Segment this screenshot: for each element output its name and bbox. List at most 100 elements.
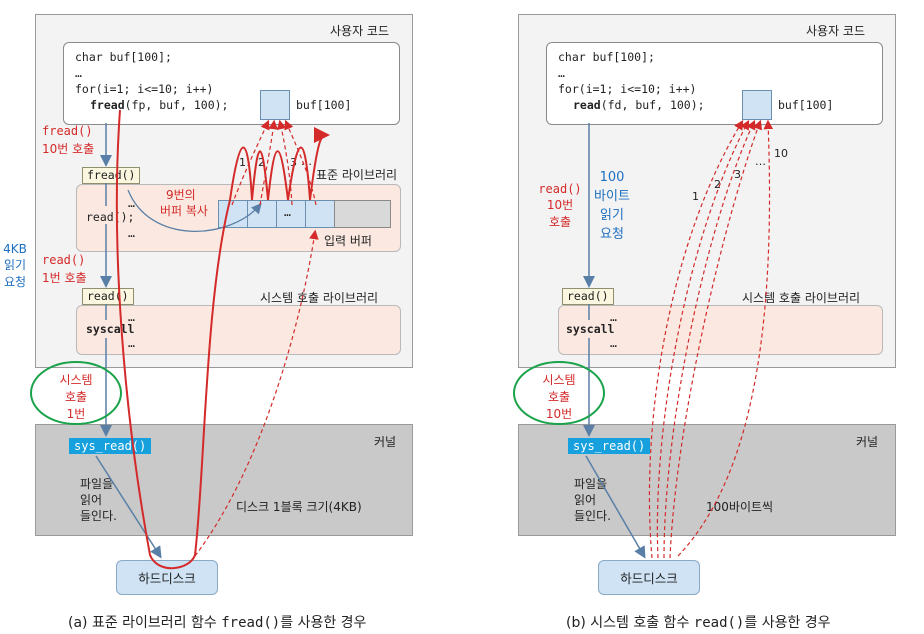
right-dashed-4 <box>669 119 763 559</box>
right-kernel-label: 커널 <box>856 435 879 449</box>
left-lib-code-2: … <box>128 196 135 210</box>
left-syscall-lib-label: 시스템 호출 라이브러리 <box>260 291 379 305</box>
right-caption-suffix: 를 사용한 경우 <box>744 615 831 631</box>
left-dashed-copy-1 <box>231 119 270 206</box>
right-sys-read: sys_read() <box>568 438 651 454</box>
left-code-call: fread(fp, buf, 100); <box>90 98 228 113</box>
left-file-read-2: 읽어 <box>80 493 103 507</box>
left-circle-line-2: 호출 <box>64 390 88 404</box>
right-read-tag: read() <box>562 288 614 305</box>
right-copy-num-1: 1 <box>692 190 699 203</box>
right-code-line-1: char buf[100]; <box>558 50 655 64</box>
side-4kb-request: 4KB 읽기 요청 <box>0 242 30 290</box>
right-arrow-sysread-to-disk <box>585 455 646 559</box>
left-buf-box <box>260 90 290 120</box>
left-read-calls-2: 1번 호출 <box>42 271 87 285</box>
right-buf-label: buf[100] <box>778 98 834 112</box>
left-caption-prefix: (a) 표준 라이브러리 함수 <box>68 615 222 631</box>
right-user-code-label: 사용자 코드 <box>806 24 866 38</box>
right-syscall-lib-box <box>558 305 883 355</box>
left-copy-num-1: 1 <box>239 156 246 169</box>
side-label-2: 읽기 <box>3 258 27 272</box>
left-call-fn: fread <box>90 98 125 112</box>
right-request-3: 읽기 <box>600 208 624 223</box>
left-file-read-1: 파일을 <box>80 477 114 491</box>
right-circle-line-3: 10번 <box>545 407 573 421</box>
right-copy-num-3: 3 <box>734 168 741 181</box>
input-buffer-empty <box>334 200 391 228</box>
left-syscall-circle <box>30 361 122 425</box>
right-request-1: 100 <box>599 170 625 185</box>
right-copy-num-2: 2 <box>714 178 721 191</box>
left-code-line-1: char buf[100]; <box>75 50 172 64</box>
right-request-4: 요청 <box>600 227 624 242</box>
right-code-line-2: … <box>558 66 565 80</box>
left-call-args: (fp, buf, 100); <box>124 98 229 112</box>
input-buffer-dots: … <box>284 205 291 219</box>
right-syscall-count: 시스템 호출 10번 <box>513 362 605 424</box>
right-call-fn: read <box>573 98 601 112</box>
right-read-calls-1: read() <box>538 182 582 196</box>
left-copy-num-2: 2 <box>258 156 265 169</box>
input-buffer-cell-1 <box>218 200 248 228</box>
right-hdd-label: 하드디스크 <box>620 571 678 586</box>
left-copy-num-3: 3 <box>290 156 297 169</box>
left-syscall-dots-1: … <box>128 310 135 324</box>
input-buffer-cell-3 <box>276 200 306 228</box>
right-code-call: read(fd, buf, 100); <box>573 98 705 113</box>
left-std-lib-label: 표준 라이브러리 <box>316 168 398 182</box>
left-syscall-lib-box <box>76 305 401 355</box>
side-label-1: 4KB <box>3 242 27 256</box>
left-caption-suffix: 를 사용한 경우 <box>280 615 367 631</box>
input-buffer-cell-4 <box>305 200 335 228</box>
right-code-box <box>546 42 883 125</box>
left-dashed-disk-to-buffer <box>194 229 319 557</box>
right-buf-box <box>742 90 772 120</box>
right-copy-num-dots: … <box>755 155 766 168</box>
right-syscall-lib-label: 시스템 호출 라이브러리 <box>742 291 861 305</box>
right-file-read-2: 읽어 <box>574 493 597 507</box>
left-code-line-2: … <box>75 66 82 80</box>
right-file-read-3: 들인다. <box>574 509 611 523</box>
left-syscall-dots-2: … <box>128 336 135 350</box>
right-chunk-label: 100바이트씩 <box>706 500 774 514</box>
left-caption: (a) 표준 라이브러리 함수 fread()를 사용한 경우 <box>68 612 366 632</box>
right-caption-fn: read() <box>693 615 745 631</box>
left-hdd-label: 하드디스크 <box>138 571 196 586</box>
left-dashed-copy-2 <box>259 119 278 206</box>
side-label-3: 요청 <box>3 275 27 289</box>
left-fread-calls-1: fread() <box>42 124 93 138</box>
right-syscall-text: syscall <box>566 322 615 336</box>
right-copy-num-10: 10 <box>774 147 788 160</box>
left-hard-disk: 하드디스크 <box>116 560 218 595</box>
left-file-read-3: 들인다. <box>80 509 117 523</box>
right-dashed-1 <box>648 119 744 559</box>
left-fread-calls-2: 10번 호출 <box>42 142 95 156</box>
left-input-buffer-label: 입력 버퍼 <box>324 234 372 248</box>
left-arrow-sysread-to-disk <box>95 455 162 559</box>
right-circle-line-1: 시스템 <box>542 373 576 387</box>
left-red-flow <box>115 109 330 570</box>
right-read-calls-3: 호출 <box>548 215 572 229</box>
left-caption-fn: fread() <box>221 615 281 631</box>
left-block-label: 디스크 1블록 크기(4KB) <box>236 500 362 514</box>
right-request-2: 바이트 <box>594 189 630 204</box>
left-user-code-label: 사용자 코드 <box>330 24 390 38</box>
right-dashed-2 <box>656 119 750 559</box>
right-file-read-1: 파일을 <box>574 477 608 491</box>
left-code-line-3: for(i=1; i<=10; i++) <box>75 82 214 96</box>
left-circle-line-1: 시스템 <box>59 373 93 387</box>
left-syscall-count: 시스템 호출 1번 <box>30 362 122 424</box>
right-caption-prefix: (b) 시스템 호출 함수 <box>566 615 694 631</box>
right-code-line-3: for(i=1; i<=10; i++) <box>558 82 697 96</box>
right-syscall-dots-1: … <box>610 310 617 324</box>
left-buf-label: buf[100] <box>296 98 352 112</box>
right-syscall-circle <box>513 361 605 425</box>
left-dashed-copy-3 <box>276 119 293 206</box>
left-buffer-copy-curve <box>127 189 262 232</box>
left-sys-read: sys_read() <box>69 438 152 454</box>
right-dashed-10 <box>677 119 774 557</box>
right-circle-line-2: 호출 <box>547 390 571 404</box>
right-read-calls-2: 10번 <box>546 198 574 212</box>
